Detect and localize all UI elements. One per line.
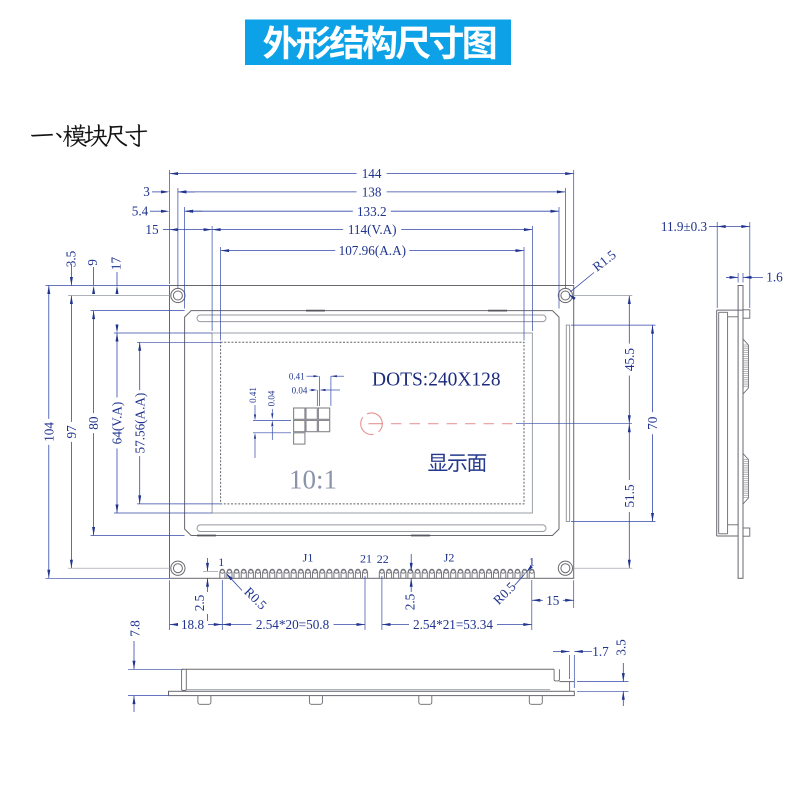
svg-text:80: 80 xyxy=(86,416,101,430)
svg-text:0.04: 0.04 xyxy=(267,390,277,406)
svg-text:45.5: 45.5 xyxy=(622,348,637,371)
svg-text:15: 15 xyxy=(145,222,159,237)
svg-text:114(V.A): 114(V.A) xyxy=(348,222,397,237)
svg-text:70: 70 xyxy=(645,416,660,430)
svg-text:5.4: 5.4 xyxy=(132,203,149,218)
svg-text:18.8: 18.8 xyxy=(181,617,204,632)
svg-text:1: 1 xyxy=(529,555,535,569)
svg-text:17: 17 xyxy=(109,257,124,271)
svg-text:64(V.A): 64(V.A) xyxy=(110,402,125,445)
svg-text:DOTS:240X128: DOTS:240X128 xyxy=(372,370,501,391)
svg-text:21: 21 xyxy=(360,552,372,566)
svg-text:J2: J2 xyxy=(444,551,455,565)
svg-text:57.56(A.A): 57.56(A.A) xyxy=(132,393,147,454)
svg-text:51.5: 51.5 xyxy=(622,484,637,507)
svg-text:11.9±0.3: 11.9±0.3 xyxy=(661,219,708,234)
svg-text:3.5: 3.5 xyxy=(64,250,79,267)
svg-text:3.5: 3.5 xyxy=(614,639,629,656)
svg-text:2.5: 2.5 xyxy=(403,593,418,610)
svg-text:1: 1 xyxy=(218,555,224,569)
svg-text:138: 138 xyxy=(362,185,382,200)
svg-text:22: 22 xyxy=(377,552,389,566)
svg-text:7.8: 7.8 xyxy=(128,620,143,637)
svg-text:3: 3 xyxy=(143,184,150,199)
svg-text:10:1: 10:1 xyxy=(289,465,337,495)
svg-text:2.5: 2.5 xyxy=(192,594,207,611)
svg-text:107.96(A.A): 107.96(A.A) xyxy=(339,243,406,258)
svg-text:2.54*21=53.34: 2.54*21=53.34 xyxy=(413,617,493,632)
svg-text:0.41: 0.41 xyxy=(289,371,305,381)
svg-text:9: 9 xyxy=(85,259,100,266)
svg-text:1.6: 1.6 xyxy=(766,270,783,285)
svg-text:J1: J1 xyxy=(303,551,314,565)
svg-text:2.54*20=50.8: 2.54*20=50.8 xyxy=(256,617,330,632)
svg-text:104: 104 xyxy=(41,422,56,442)
svg-text:1.7: 1.7 xyxy=(592,644,609,659)
svg-text:97: 97 xyxy=(64,425,79,439)
svg-text:133.2: 133.2 xyxy=(357,204,387,219)
svg-text:144: 144 xyxy=(362,166,382,181)
svg-text:0.04: 0.04 xyxy=(292,385,308,395)
svg-text:15: 15 xyxy=(546,593,560,608)
svg-text:0.41: 0.41 xyxy=(248,387,258,403)
